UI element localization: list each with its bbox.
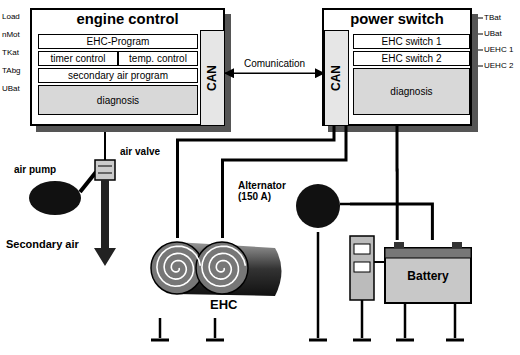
heated-catalyst: EHC bbox=[140, 238, 290, 318]
air-flow-arrow bbox=[94, 180, 116, 266]
block-label: secondary air program bbox=[68, 70, 168, 81]
block-label: EHC bbox=[210, 298, 237, 312]
function-block: EHC-Program bbox=[38, 34, 198, 49]
part-label: air valve bbox=[120, 146, 160, 157]
power-wire bbox=[223, 126, 347, 238]
valve-detail bbox=[98, 166, 112, 167]
bus-label: CAN bbox=[330, 65, 343, 91]
block-label: Alternator (150 A) bbox=[238, 180, 292, 202]
block-label: timer control bbox=[50, 53, 105, 64]
function-block: secondary air program bbox=[38, 68, 198, 83]
part-label: air pump bbox=[14, 164, 56, 175]
can-interface: CAN bbox=[324, 30, 349, 126]
signal-name: UBat bbox=[2, 84, 20, 93]
block-label: EHC switch 2 bbox=[381, 53, 441, 64]
wire bbox=[374, 261, 384, 263]
block-label: EHC switch 1 bbox=[381, 36, 441, 47]
can-interface: CAN bbox=[200, 30, 225, 126]
function-block: EHC switch 2 bbox=[353, 51, 470, 66]
relay-detail bbox=[354, 262, 370, 272]
air-hose bbox=[80, 172, 96, 192]
function-block: diagnosis bbox=[353, 68, 470, 115]
block-label: diagnosis bbox=[390, 86, 432, 97]
edge-label: Comunication bbox=[243, 58, 306, 69]
signal-name: TKat bbox=[2, 48, 19, 57]
power-wire bbox=[396, 126, 399, 240]
ground-symbols bbox=[151, 339, 464, 342]
valve-detail bbox=[98, 173, 112, 174]
signal-name: TAbg bbox=[2, 66, 21, 75]
block-label: temp. control bbox=[129, 53, 187, 64]
function-block: timer control bbox=[38, 51, 118, 66]
part-label: Secondary air bbox=[6, 238, 79, 250]
block-label: EHC-Program bbox=[87, 36, 150, 47]
bus-label: CAN bbox=[206, 65, 219, 91]
unit-title: engine control bbox=[32, 11, 223, 27]
function-block: EHC switch 1 bbox=[353, 34, 470, 49]
input-ticks bbox=[478, 18, 483, 66]
air-pump bbox=[29, 181, 81, 215]
signal-name: UEHC 2 bbox=[484, 61, 513, 70]
relay-box bbox=[350, 236, 374, 300]
control-unit: engine controlEHC-Program timer control te… bbox=[30, 8, 225, 126]
signal-name: TBat bbox=[484, 13, 501, 22]
unit-title: power switch bbox=[324, 11, 470, 27]
relay-detail bbox=[354, 244, 370, 254]
block-label: Battery bbox=[384, 270, 472, 283]
bus-link bbox=[225, 72, 324, 74]
signal-name: UEHC 1 bbox=[484, 45, 513, 54]
power-wire bbox=[350, 204, 432, 240]
signal-name: nMot bbox=[2, 30, 20, 39]
function-block: temp. control bbox=[118, 51, 198, 66]
battery: Battery bbox=[384, 240, 472, 304]
control-unit: power switchCAN EHC switch 1 EHC switch 2 d… bbox=[322, 8, 472, 126]
signal-name: UBat bbox=[484, 29, 502, 38]
block-label: diagnosis bbox=[97, 95, 139, 106]
alternator: Alternator (150 A) bbox=[238, 176, 350, 232]
signal-name: Load bbox=[2, 12, 20, 21]
function-block: diagnosis bbox=[38, 85, 198, 115]
control-wire bbox=[104, 132, 106, 160]
air-valve bbox=[95, 160, 115, 180]
